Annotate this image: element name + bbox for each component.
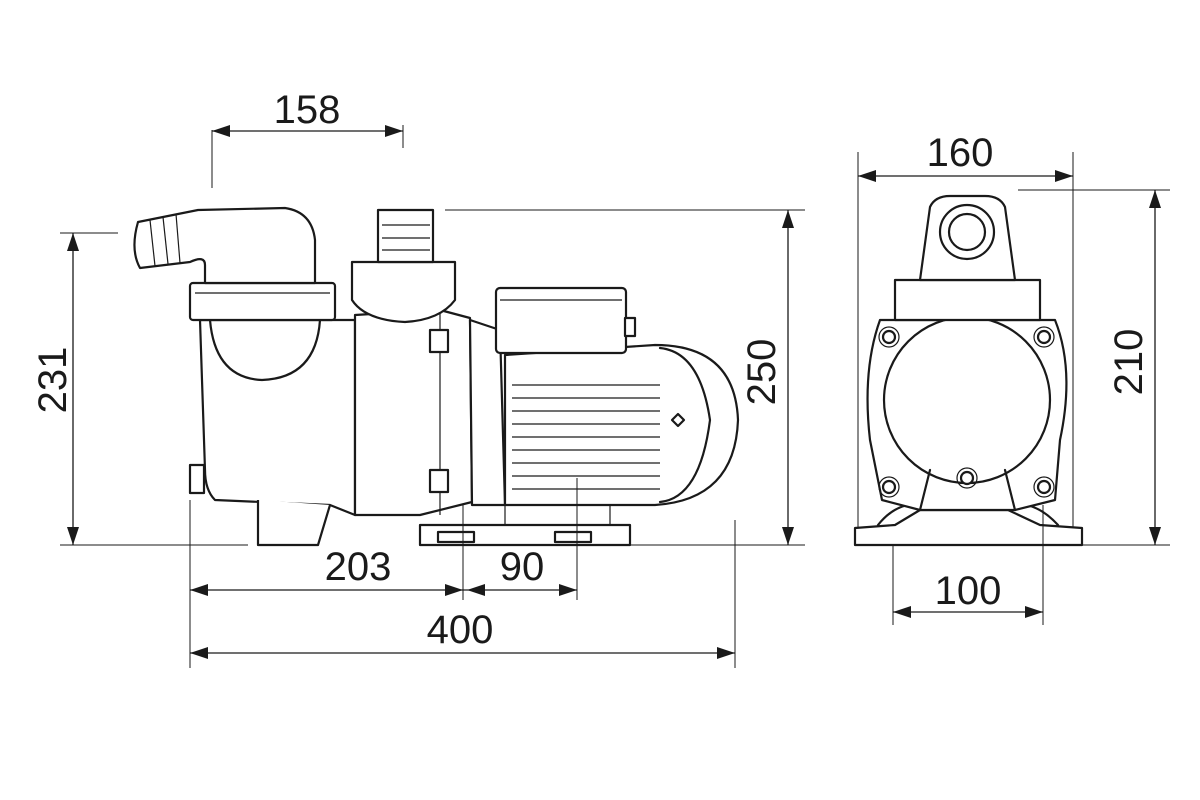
motor-fan-cover [658,346,712,504]
arrow-210-bottom [1149,527,1161,545]
barb-ring-3 [175,213,181,264]
label-158: 158 [274,88,341,132]
arrow-250-bottom [782,527,794,545]
label-90: 90 [500,545,545,589]
terminal-box-gland [623,316,637,338]
barb-ring-1 [149,219,156,267]
arrow-158-left [212,125,230,137]
bolt-bl [881,479,897,495]
front-support [918,468,1017,512]
drain-plug [188,463,206,495]
arrow-203-left [190,584,208,596]
front-view [853,194,1084,547]
outlet-barb [376,208,435,264]
bolt-tl [881,329,897,345]
arrow-250-top [782,210,794,228]
pump-housing [353,308,474,517]
bolt-br [1036,479,1052,495]
bolt-tr [1036,329,1052,345]
housing-bolt-bottom [428,468,450,494]
base-slot-left [436,530,476,544]
label-100: 100 [935,569,1002,613]
prefilter-foot [256,500,332,547]
label-203: 203 [325,545,392,589]
motor-marker [670,412,686,428]
arrow-203-right [445,584,463,596]
arrow-400-left [190,647,208,659]
arrow-210-top [1149,190,1161,208]
arrow-160-right [1055,170,1073,182]
bolt-br-ring [1033,476,1055,498]
front-base-plate [853,508,1084,547]
outlet-collar [350,260,457,324]
arrow-100-left [893,606,911,618]
prefilter-body [198,318,357,517]
front-outlet-bore [947,212,987,252]
bolt-bottom-ring [956,467,978,489]
label-231: 231 [31,347,75,414]
terminal-box [494,286,628,355]
bolt-bottom [959,470,975,486]
label-210: 210 [1107,329,1151,396]
arrow-158-right [385,125,403,137]
arrow-231-top [67,233,79,251]
label-400: 400 [427,608,494,652]
front-bolts [878,326,1055,498]
side-dimensions: 158 231 250 203 90 400 [31,88,805,668]
housing-bolt-top [428,328,450,354]
front-motor-circle [882,315,1052,485]
front-collar [893,278,1042,322]
label-250: 250 [740,339,784,406]
side-view [133,206,740,547]
arrow-100-right [1025,606,1043,618]
prefilter-lid-ring [188,281,337,322]
arrow-231-bottom [67,527,79,545]
label-160: 160 [927,131,994,175]
motor-fins [512,384,660,490]
arrow-160-left [858,170,876,182]
barb-ring-2 [162,216,169,265]
prefilter-dome [208,318,322,382]
arrow-90-right [559,584,577,596]
arrow-90-left [467,584,485,596]
bolt-bl-ring [878,476,900,498]
bolt-tr-ring [1033,326,1055,348]
arrow-400-right [717,647,735,659]
base-slot-right [553,530,593,544]
bolt-tl-ring [878,326,900,348]
motor-body [503,343,740,507]
inlet-elbow [133,206,317,285]
front-dimensions: 160 210 100 [857,131,1170,625]
